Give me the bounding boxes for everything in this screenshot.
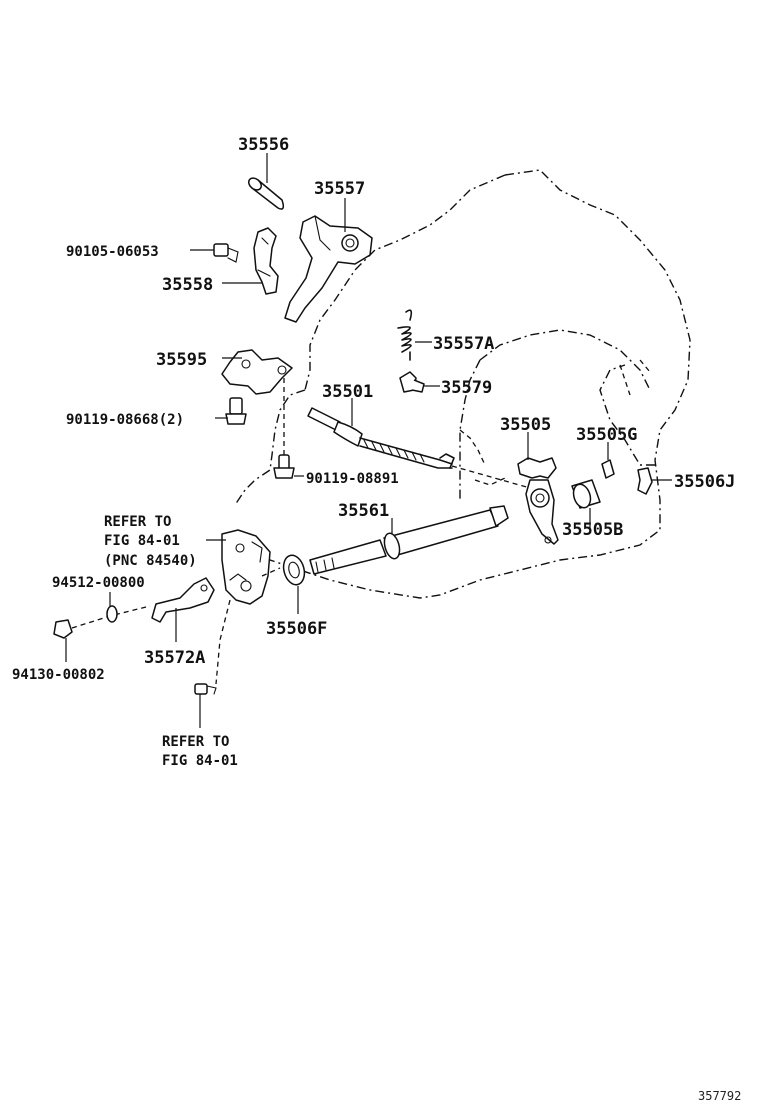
- nut-94130-00802: [53, 619, 73, 662]
- label-35505: 35505: [500, 415, 551, 435]
- bracket-35572A: [151, 577, 215, 642]
- label-94130-00802: 94130-00802: [12, 667, 105, 683]
- ref1-line1: REFER TO: [104, 514, 171, 530]
- lever-35557: [284, 198, 373, 323]
- plate-35558: [222, 227, 279, 295]
- label-35595: 35595: [156, 350, 207, 370]
- label-35558: 35558: [162, 275, 213, 295]
- pin-35579: [399, 371, 440, 393]
- bolt-90119-08668: [215, 397, 247, 425]
- bolt-bottom-ref: [194, 683, 217, 728]
- label-94512-00800: 94512-00800: [52, 575, 145, 591]
- pin-35505G: [601, 442, 615, 479]
- label-35556: 35556: [238, 135, 289, 155]
- ref1-line2: FIG 84-01: [104, 533, 180, 549]
- label-35506F: 35506F: [266, 619, 327, 639]
- ref1-line3: (PNC 84540): [104, 553, 197, 569]
- spring-35557A: [397, 309, 432, 361]
- switch-assembly: [206, 529, 281, 605]
- label-35501: 35501: [322, 382, 373, 402]
- pin-35556: [247, 153, 285, 210]
- washer-94512-00800: [106, 592, 118, 623]
- bushing-35505B: [571, 479, 601, 528]
- label-35505B: 35505B: [562, 520, 623, 540]
- diagram-id: 357792: [698, 1089, 741, 1103]
- bolt-90119-08891: [273, 454, 304, 479]
- label-90119-08668: 90119-08668(2): [66, 412, 184, 428]
- label-35505G: 35505G: [576, 425, 637, 445]
- clip-35506J: [637, 467, 672, 495]
- label-35557A: 35557A: [433, 334, 494, 354]
- ref2-line1: REFER TO: [162, 734, 229, 750]
- seal-35506F: [282, 554, 306, 614]
- label-35557: 35557: [314, 179, 365, 199]
- label-90105-06053: 90105-06053: [66, 244, 159, 260]
- rod-35501: [307, 398, 531, 489]
- label-35579: 35579: [441, 378, 492, 398]
- bracket-35595: [221, 349, 293, 395]
- transmission-housing-outline: [234, 169, 691, 599]
- bolt-90105-06053: [190, 243, 239, 263]
- label-35561: 35561: [338, 501, 389, 521]
- ref2-line2: FIG 84-01: [162, 753, 238, 769]
- shaft-35561: [309, 505, 509, 575]
- lever-35505: [517, 432, 559, 545]
- label-35572A: 35572A: [144, 648, 205, 668]
- label-35506J: 35506J: [674, 472, 735, 492]
- label-90119-08891: 90119-08891: [306, 471, 399, 487]
